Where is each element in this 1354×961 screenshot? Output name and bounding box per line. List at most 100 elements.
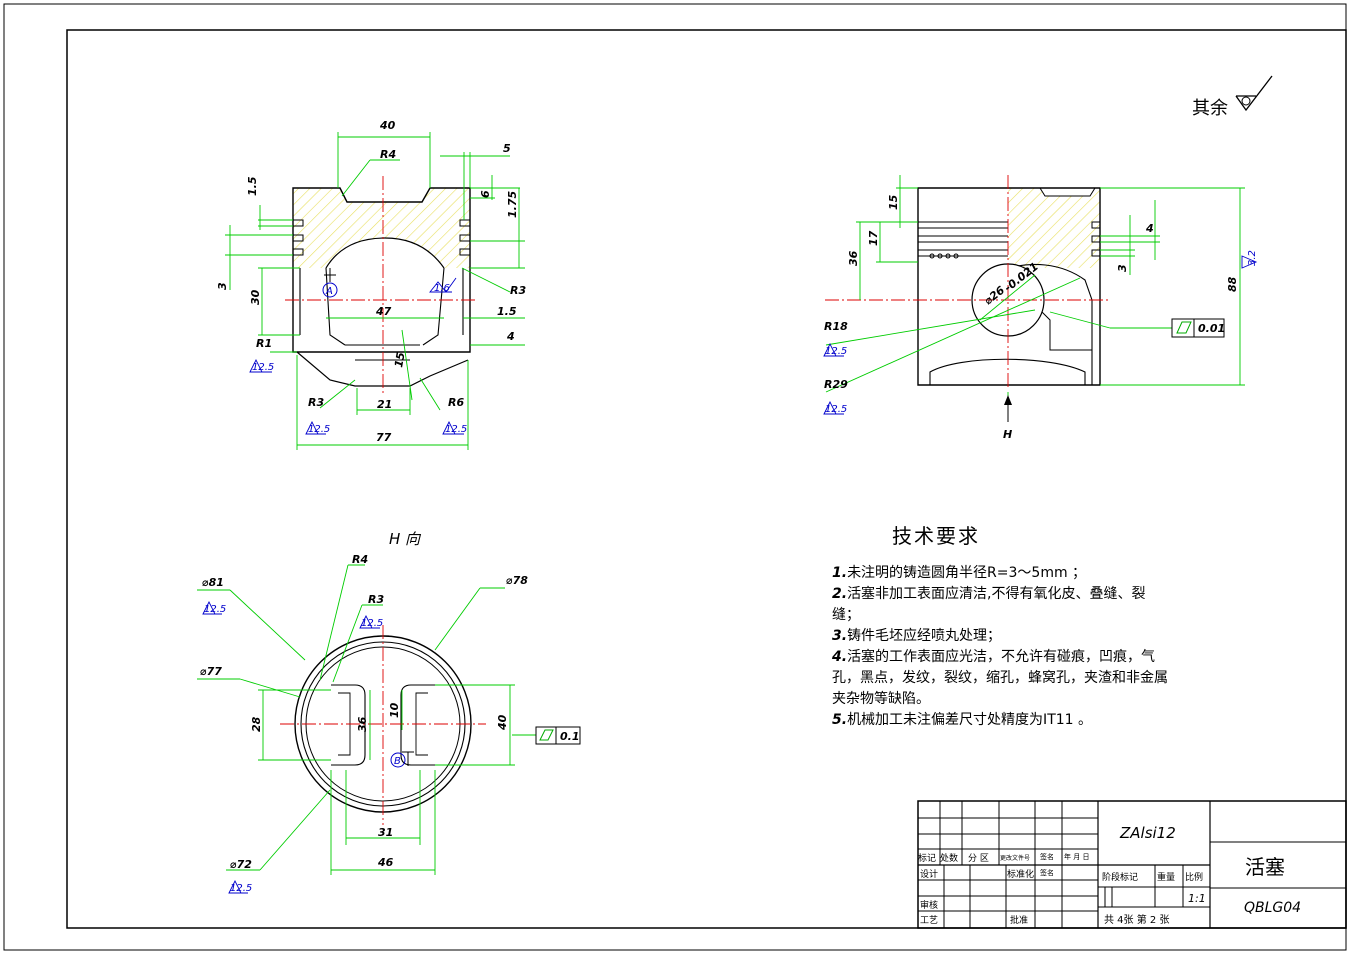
tb-zone: 分 区 xyxy=(968,854,989,864)
tech-req-title: 技术要求 xyxy=(892,524,980,548)
section-hatch xyxy=(293,188,470,268)
bottom-dim-dia78: ⌀78 xyxy=(506,574,528,587)
section-roughness-1-6: 1.6 xyxy=(429,277,457,294)
dim-6: 6 xyxy=(479,190,492,198)
side-hatch xyxy=(1008,188,1100,268)
tech-req-list: 1.未注明的铸造圆角半径R=3～5mm ； 2.活塞非加工表面应清洁,不得有氧化… xyxy=(832,563,1172,731)
tech-req-num: 2. xyxy=(832,586,848,602)
ring-grooves xyxy=(292,219,471,256)
drawing-number: QBLG04 xyxy=(1244,900,1302,916)
dim-r3-bottom: R3 xyxy=(308,396,324,409)
section-roughness-r1: 12.5 xyxy=(249,358,274,373)
oil-holes xyxy=(929,253,959,259)
tech-req-text: 活塞非加工表面应清洁,不得有氧化皮、叠缝、裂缝； xyxy=(832,586,1146,623)
dim-21: 21 xyxy=(377,398,392,411)
tb-approve: 批准 xyxy=(1010,916,1029,926)
left-boss xyxy=(331,684,366,766)
tb-date: 年 月 日 xyxy=(1064,853,1090,861)
sheet-count: 共 4张 第 2 张 xyxy=(1104,915,1170,926)
outer-frame xyxy=(3,3,1347,951)
side-dim-4: 4 xyxy=(1145,222,1154,235)
bottom-dim-46: 46 xyxy=(377,856,394,869)
bottom-tolerance-value: 0.1 xyxy=(560,730,580,743)
tech-req-num: 3. xyxy=(832,628,848,644)
tb-process: 工艺 xyxy=(920,916,939,926)
tech-req-item: 5.机械加工未注偏差尺寸处精度为IT11 。 xyxy=(832,710,1172,731)
roughness-12-5-r29: 12.5 xyxy=(825,404,847,415)
bottom-dim-dia81: ⌀81 xyxy=(202,576,224,589)
bottom-dim-10: 10 xyxy=(388,702,401,718)
right-boss xyxy=(400,684,435,766)
tb-review: 审核 xyxy=(920,901,939,911)
roughness-12-5-r1: 12.5 xyxy=(252,362,274,373)
dim-1-75: 1.75 xyxy=(506,191,519,218)
side-view: 15 17 36 4 3 88 ⌀26 -0.021 R18 R29 3.2 1… xyxy=(823,175,1258,441)
tech-req-item: 1.未注明的铸造圆角半径R=3～5mm ； xyxy=(832,563,1172,584)
bottom-dim-31: 31 xyxy=(378,826,393,839)
roughness-12-5-r6: 12.5 xyxy=(445,424,467,435)
tech-req-num: 4. xyxy=(832,649,848,665)
bottom-dim-28: 28 xyxy=(250,716,263,732)
general-roughness-note: 其余 xyxy=(1192,75,1273,119)
tb-mark: 标记 xyxy=(918,854,937,864)
dim-77: 77 xyxy=(376,431,392,444)
roughness-12-5-r3: 12.5 xyxy=(308,424,330,435)
tb-scale-label: 比例 xyxy=(1185,873,1204,883)
roughness-note-label: 其余 xyxy=(1192,98,1228,119)
dim-15-angle: 15 xyxy=(392,351,408,369)
tb-standard: 标准化 xyxy=(1007,870,1035,880)
tech-req-item: 3.铸件毛坯应经喷丸处理； xyxy=(832,626,1172,647)
roughness-1-6: 1.6 xyxy=(434,283,450,294)
roughness-3-2: 3.2 xyxy=(1247,250,1258,266)
section-bottom-profile xyxy=(296,351,469,387)
tb-count: 处数 xyxy=(940,854,959,864)
side-dim-3: 3 xyxy=(1116,264,1129,272)
tech-req-text: 活塞的工作表面应光洁，不允许有碰痕，凹痕，气孔，黑点，发纹，裂纹，缩孔，蜂窝孔，… xyxy=(832,649,1168,707)
tech-req-num: 5. xyxy=(832,712,848,728)
tb-design: 设计 xyxy=(920,870,939,880)
dim-5: 5 xyxy=(503,142,511,155)
tb-stage: 阶段标记 xyxy=(1102,873,1139,883)
side-ring-grooves xyxy=(918,221,1101,257)
bottom-dim-36: 36 xyxy=(356,716,369,732)
bottom-view: H 向 ⌀81 R4 R3 ⌀78 ⌀77 28 36 xyxy=(197,530,581,894)
inner-frame xyxy=(66,29,1347,929)
tech-req-item: 2.活塞非加工表面应清洁,不得有氧化皮、叠缝、裂缝； xyxy=(832,584,1172,626)
datum-a-label: A xyxy=(325,286,333,297)
dim-r3-right: R3 xyxy=(510,284,526,297)
cylindricity-icon xyxy=(1176,321,1192,334)
dim-30: 30 xyxy=(249,289,262,305)
dim-r4: R4 xyxy=(380,148,396,161)
side-dim-36: 36 xyxy=(847,250,860,266)
side-tolerance-value: 0.01 xyxy=(1198,322,1225,335)
view-h-label: H xyxy=(1003,428,1012,441)
bottom-roughness-dia81: 12.5 xyxy=(202,600,226,615)
section-inner-arc xyxy=(325,237,445,269)
bottom-roughness-r3: 12.5 xyxy=(359,614,383,629)
tb-sign: 签名 xyxy=(1040,853,1054,861)
dim-4: 4 xyxy=(506,330,515,343)
bottom-dim-dia77: ⌀77 xyxy=(200,665,222,678)
side-dim-15: 15 xyxy=(887,194,900,210)
side-dim-lines xyxy=(825,175,1245,405)
side-dim-r29: R29 xyxy=(824,378,848,391)
bottom-dim-40: 40 xyxy=(496,714,509,731)
dim-40: 40 xyxy=(379,119,396,132)
section-dim-lines xyxy=(225,132,525,450)
side-crown-recess xyxy=(1039,187,1096,197)
technical-requirements: 技术要求 1.未注明的铸造圆角半径R=3～5mm ； 2.活塞非加工表面应清洁,… xyxy=(832,520,1172,731)
section-roughness-r3: 12.5 xyxy=(305,420,330,435)
tb-sign2: 签名 xyxy=(1040,869,1054,877)
bottom-dim-lines xyxy=(197,564,536,875)
dim-47: 47 xyxy=(375,305,392,318)
bottom-view-title: H 向 xyxy=(389,530,422,548)
section-roughness-r6: 12.5 xyxy=(442,420,467,435)
scale-value: 1:1 xyxy=(1188,892,1206,905)
bottom-roughness-dia72: 12.5 xyxy=(228,879,252,894)
datum-b-label: B xyxy=(394,756,401,767)
side-roughness-r29: 12.5 xyxy=(823,400,847,415)
bottom-dim-dia72: ⌀72 xyxy=(230,858,252,871)
roughness-12-5-r18: 12.5 xyxy=(825,346,847,357)
